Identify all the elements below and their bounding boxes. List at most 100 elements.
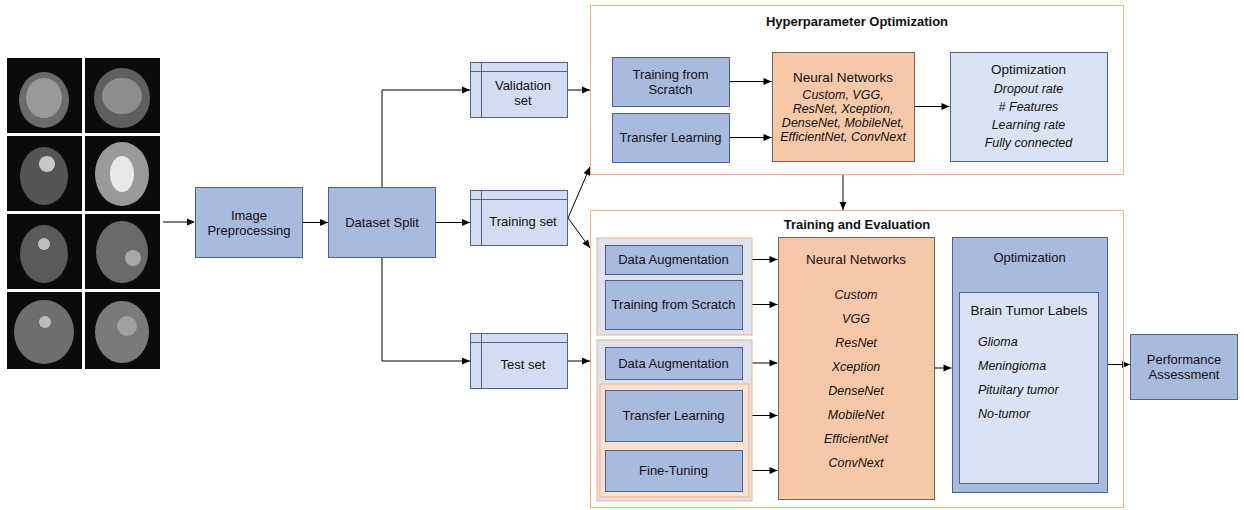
arrow-head	[764, 78, 772, 85]
box-label: Training set	[489, 214, 556, 229]
list-item: Learning rate	[992, 116, 1066, 134]
process-box: Transfer Learning	[612, 113, 730, 163]
box-label: Optimization	[991, 62, 1066, 77]
connector	[568, 167, 590, 218]
box-label: Hyperparameter Optimization	[766, 14, 948, 29]
box-label: Neural Networks	[806, 252, 906, 267]
box-label: Image Preprocessing	[202, 208, 296, 238]
mri-head	[94, 68, 150, 128]
group-background	[597, 340, 752, 501]
box-label: Training from Scratch	[612, 297, 736, 312]
stage-panel: Training and EvaluationData Augmentation…	[590, 210, 1124, 508]
arrow-head	[462, 87, 470, 94]
connector-line	[568, 218, 590, 248]
arrow-head	[187, 219, 195, 226]
mri-image	[85, 214, 160, 289]
connector	[303, 219, 328, 226]
connector	[382, 87, 470, 188]
box-label: Test set	[501, 357, 546, 372]
arrow-head	[770, 360, 778, 367]
list-item: DenseNet	[828, 379, 884, 403]
mri-tumor	[39, 156, 55, 172]
box-label: Transfer Learning	[622, 408, 724, 423]
list-item: # Features	[999, 98, 1059, 116]
arrow-head	[582, 239, 590, 248]
mri-ground	[85, 136, 160, 211]
box-label: Validation set	[485, 78, 561, 108]
connector	[568, 358, 590, 365]
list-item: Dropout rate	[994, 80, 1063, 98]
data-set-box: Validation set	[470, 62, 568, 118]
list-item: ResNet	[835, 331, 877, 355]
list-item: No-tumor	[966, 402, 1092, 426]
arrow-head	[770, 256, 778, 263]
box-label: Performance Assessment	[1137, 352, 1231, 382]
mri-head	[20, 147, 68, 205]
mri-head	[20, 225, 68, 283]
connector-line	[382, 258, 470, 361]
list-item: MobileNet	[828, 403, 884, 427]
connector	[568, 218, 590, 248]
arrow-head	[764, 134, 772, 141]
mri-ground	[85, 214, 160, 289]
list-item: Xception	[832, 355, 881, 379]
list-item: VGG	[842, 307, 870, 331]
list-item: EfficientNet	[824, 427, 888, 451]
group-background	[597, 238, 752, 335]
arrow-head	[582, 87, 590, 94]
box-label: Training from Scratch	[619, 67, 723, 97]
process-box: Dataset Split	[328, 187, 436, 258]
process-box: Image Preprocessing	[195, 187, 303, 258]
connector-line	[382, 90, 470, 187]
mri-image	[85, 292, 160, 369]
mri-ground	[7, 58, 82, 133]
mri-tumor	[125, 250, 141, 266]
connector	[935, 365, 952, 372]
box-label: Dataset Split	[345, 215, 419, 230]
connector	[840, 175, 847, 210]
mri-ground	[7, 136, 82, 211]
mri-tumor	[39, 316, 51, 328]
box-label: Fine-Tuning	[639, 463, 708, 478]
mri-image	[85, 136, 160, 211]
connector	[730, 134, 772, 141]
mri-image	[7, 136, 82, 211]
arrow-head	[770, 301, 778, 308]
box-label: Data Augmentation	[618, 252, 729, 267]
arrow-head	[462, 358, 470, 365]
box-label: Neural Networks	[793, 70, 893, 85]
mri-head	[19, 72, 69, 128]
mri-ground	[7, 292, 82, 369]
mri-image	[7, 58, 82, 133]
list-item: Meningioma	[966, 354, 1092, 378]
mri-image	[7, 292, 82, 369]
mri-tumor	[38, 238, 50, 250]
list-item: Custom	[834, 283, 877, 307]
group-background	[600, 384, 749, 497]
process-box: Data Augmentation	[605, 245, 743, 275]
box-label: Transfer Learning	[619, 130, 721, 145]
arrow-head	[840, 202, 847, 210]
list-item: Pituitary tumor	[966, 378, 1092, 402]
process-box: Fine-Tuning	[605, 450, 743, 492]
arrow-head	[942, 103, 950, 110]
mri-ground	[7, 214, 82, 289]
arrow-head	[944, 365, 952, 372]
mri-brain	[102, 78, 142, 114]
arrow-head	[582, 358, 590, 365]
mri-ground	[85, 292, 160, 369]
connector	[382, 258, 470, 365]
mri-head	[14, 300, 74, 364]
list-item: Custom, VGG, ResNet, Xception, DenseNet,…	[779, 88, 908, 144]
data-set-box: Training set	[470, 190, 568, 246]
mri-image	[85, 58, 160, 133]
network-box: Neural NetworksCustomVGGResNetXceptionDe…	[778, 237, 935, 500]
output-box: Performance Assessment	[1130, 334, 1238, 400]
mri-ground	[85, 58, 160, 133]
leader-arrow	[163, 222, 189, 223]
arrow-head	[462, 219, 470, 226]
process-box: Training from Scratch	[612, 57, 730, 107]
optimization-box: OptimizationBrain Tumor LabelsGliomaMeni…	[952, 237, 1108, 493]
connector	[436, 219, 470, 226]
mri-head	[95, 142, 149, 206]
